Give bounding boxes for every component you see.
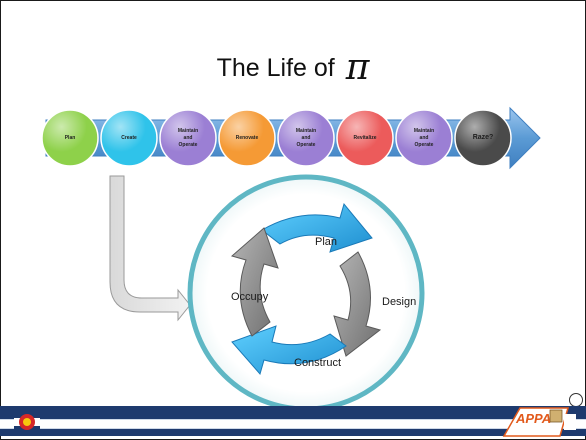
- cycle-label-plan: Plan: [315, 236, 338, 248]
- cycle-arrow-occupy: [230, 227, 279, 337]
- cycle-arrow-design: [333, 251, 382, 357]
- timeline-stage-label: Create: [121, 134, 137, 141]
- footer-bar: APPA: [0, 402, 586, 440]
- timeline-stage-shine: [396, 110, 452, 166]
- cycle-label-occupy: Occupy: [231, 291, 269, 303]
- timeline-stage-shine: [101, 110, 157, 166]
- cycle-arrow-plan: [261, 202, 373, 253]
- timeline-stage-shine: [455, 110, 511, 166]
- timeline-stage-label: Revitalize: [353, 134, 377, 141]
- colorado-flag-icon: [14, 410, 40, 434]
- timeline-stage-label: Renovate: [235, 134, 259, 141]
- timeline-stage-shine: [337, 110, 393, 166]
- cycle-arrow-construct: [231, 325, 347, 376]
- timeline-stage-shine: [160, 110, 216, 166]
- flow-arrow: [109, 175, 191, 322]
- slide-title: The Life of π: [0, 47, 586, 88]
- title-text: The Life of: [216, 54, 335, 82]
- timeline-stage-shine: [42, 110, 98, 166]
- appa-logo-icon: [502, 407, 576, 437]
- cycle-ring: [187, 174, 425, 412]
- timeline-stage-label: Raze?: [472, 134, 494, 141]
- cycle-label-design: Design: [382, 296, 417, 308]
- appa-logo-text: APPA: [516, 411, 552, 426]
- footer-white-stripe: [0, 419, 586, 429]
- timeline-stage-shine: [219, 110, 275, 166]
- timeline-stage-shine: [278, 110, 334, 166]
- timeline-stage-label: Plan: [64, 134, 76, 141]
- cycle-label-construct: Construct: [294, 357, 342, 369]
- pi-symbol: π: [345, 47, 370, 88]
